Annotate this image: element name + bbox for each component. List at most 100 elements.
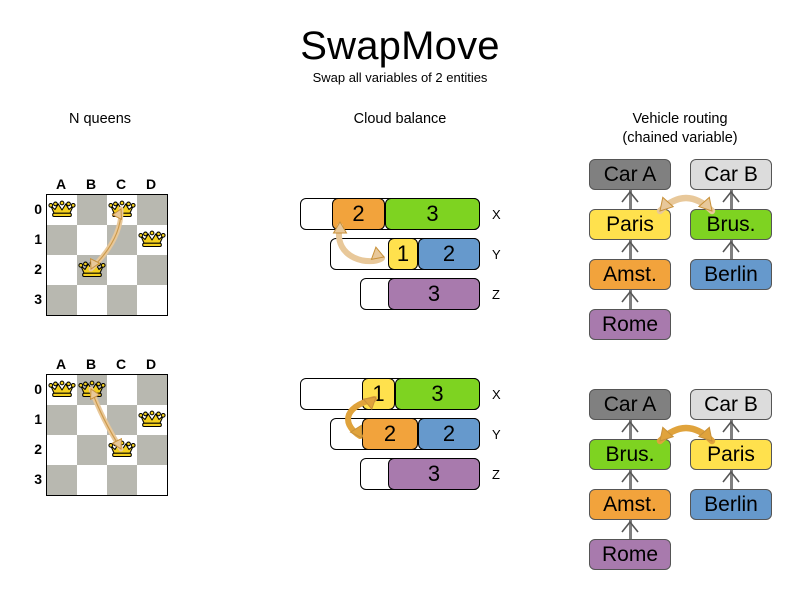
board-cell[interactable] <box>107 255 137 285</box>
chain-link-arrowhead <box>621 420 639 433</box>
cloud-process[interactable]: 3 <box>385 198 480 230</box>
chain-link-arrowhead <box>621 190 639 203</box>
board-row-label: 2 <box>34 261 42 277</box>
board-cell[interactable] <box>77 225 107 255</box>
chain-link-line <box>729 190 733 209</box>
location-box[interactable]: Brus. <box>589 439 671 470</box>
location-box[interactable]: Rome <box>589 309 671 340</box>
section-heading-nqueens: N queens <box>68 111 132 127</box>
board-cell[interactable] <box>107 375 137 405</box>
chain-link-arrowhead <box>621 520 639 533</box>
queen-piece[interactable] <box>138 229 166 251</box>
queen-icon <box>78 260 106 278</box>
queen-piece[interactable] <box>108 439 136 461</box>
chain-link-arrowhead <box>722 190 740 203</box>
board-cell[interactable] <box>77 195 107 225</box>
board-cell[interactable] <box>107 225 137 255</box>
location-box[interactable]: Rome <box>589 539 671 570</box>
location-box[interactable]: Berlin <box>690 259 772 290</box>
board-cell[interactable] <box>107 435 137 465</box>
board-column-label: A <box>55 176 67 192</box>
board-cell[interactable] <box>137 285 167 315</box>
chain-link-line <box>729 240 733 259</box>
vehicle-box[interactable]: Car A <box>589 159 671 190</box>
board-cell[interactable] <box>107 405 137 435</box>
chess-grid[interactable] <box>46 194 168 316</box>
chain-link-line <box>628 240 632 259</box>
cloud-process[interactable]: 1 <box>388 238 418 270</box>
location-box[interactable]: Amst. <box>589 259 671 290</box>
board-cell[interactable] <box>137 435 167 465</box>
queen-piece[interactable] <box>48 199 76 221</box>
cloud-computer-label: Y <box>492 427 501 442</box>
vehicle-box[interactable]: Car A <box>589 389 671 420</box>
board-cell[interactable] <box>47 285 77 315</box>
location-box[interactable]: Amst. <box>589 489 671 520</box>
cloud-process[interactable]: 1 <box>362 378 395 410</box>
cloud-process[interactable]: 2 <box>418 418 480 450</box>
vehicle-box[interactable]: Car B <box>690 159 772 190</box>
board-cell[interactable] <box>47 225 77 255</box>
chess-grid[interactable] <box>46 374 168 496</box>
board-cell[interactable] <box>107 285 137 315</box>
location-box[interactable]: Berlin <box>690 489 772 520</box>
board-cell[interactable] <box>137 405 167 435</box>
board-cell[interactable] <box>137 375 167 405</box>
cloud-process[interactable]: 3 <box>388 278 480 310</box>
location-box[interactable]: Brus. <box>690 209 772 240</box>
queen-piece[interactable] <box>108 199 136 221</box>
chain-link-line <box>628 470 632 489</box>
cloud-computer-label: Z <box>492 287 500 302</box>
queen-piece[interactable] <box>138 409 166 431</box>
cloud-process[interactable]: 2 <box>418 238 480 270</box>
board-cell[interactable] <box>47 255 77 285</box>
cloud-computer-label: X <box>492 207 501 222</box>
board-cell[interactable] <box>137 255 167 285</box>
board-cell[interactable] <box>107 465 137 495</box>
vehicle-box[interactable]: Car B <box>690 389 772 420</box>
page-subtitle: Swap all variables of 2 entities <box>312 70 488 85</box>
queen-icon <box>48 380 76 398</box>
location-box[interactable]: Paris <box>690 439 772 470</box>
queen-piece[interactable] <box>78 379 106 401</box>
board-column-label: D <box>145 356 157 372</box>
board-cell[interactable] <box>77 435 107 465</box>
board-row-label: 0 <box>34 201 42 217</box>
queen-piece[interactable] <box>78 259 106 281</box>
chain-link-line <box>628 520 632 539</box>
board-column-label: D <box>145 176 157 192</box>
chain-link-arrowhead <box>621 240 639 253</box>
chain-link-line <box>628 290 632 309</box>
board-cell[interactable] <box>77 285 107 315</box>
cloud-process[interactable]: 2 <box>332 198 385 230</box>
vrp-heading-line-2: (chained variable) <box>622 130 738 146</box>
queen-icon <box>108 200 136 218</box>
location-box[interactable]: Paris <box>589 209 671 240</box>
board-cell[interactable] <box>137 465 167 495</box>
board-cell[interactable] <box>137 225 167 255</box>
cloud-process[interactable]: 3 <box>388 458 480 490</box>
board-cell[interactable] <box>77 255 107 285</box>
chain-link-arrowhead <box>621 470 639 483</box>
board-cell[interactable] <box>47 195 77 225</box>
board-cell[interactable] <box>77 375 107 405</box>
board-cell[interactable] <box>47 465 77 495</box>
chain-link-line <box>628 420 632 439</box>
cloud-process[interactable]: 3 <box>395 378 480 410</box>
board-cell[interactable] <box>77 405 107 435</box>
board-column-label: C <box>115 356 127 372</box>
cloud-computer-label: Y <box>492 247 501 262</box>
board-cell[interactable] <box>47 405 77 435</box>
queen-piece[interactable] <box>48 379 76 401</box>
queen-icon <box>108 440 136 458</box>
board-cell[interactable] <box>137 195 167 225</box>
queen-icon <box>48 200 76 218</box>
board-cell[interactable] <box>77 465 107 495</box>
board-column-label: C <box>115 176 127 192</box>
board-cell[interactable] <box>47 435 77 465</box>
chain-link-arrowhead <box>722 240 740 253</box>
board-cell[interactable] <box>47 375 77 405</box>
section-heading-cloud: Cloud balance <box>353 111 447 127</box>
cloud-process[interactable]: 2 <box>362 418 418 450</box>
board-cell[interactable] <box>107 195 137 225</box>
